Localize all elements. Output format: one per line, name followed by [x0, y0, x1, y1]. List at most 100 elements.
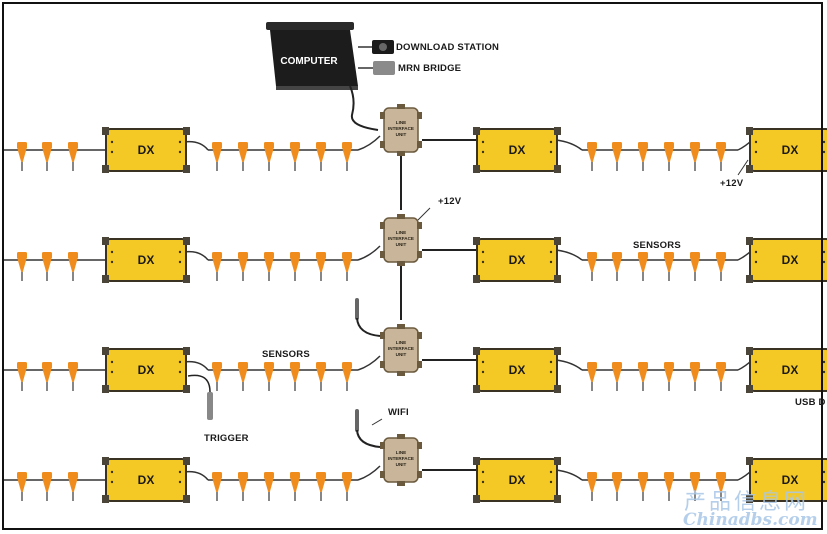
dx-unit-label: DX — [138, 253, 155, 267]
liu-label: INTERFACE — [388, 346, 414, 351]
accessories — [187, 159, 749, 448]
geophone-sensor — [315, 471, 327, 502]
dx-unit: DX — [472, 126, 562, 174]
download-station-icon — [358, 40, 394, 54]
dx-unit: DX — [101, 456, 191, 504]
geophone-sensor — [689, 251, 701, 282]
cable — [357, 465, 381, 481]
dx-unit: DX — [101, 346, 191, 394]
cable — [555, 469, 583, 481]
geophone-sensor — [237, 361, 249, 392]
trigger-label: TRIGGER — [204, 433, 249, 444]
dx-unit: DX — [745, 236, 827, 284]
geophone-sensor — [611, 251, 623, 282]
dx-unit: DX — [745, 456, 827, 504]
sensor-row: DX DX DX — [2, 456, 827, 504]
geophone-sensor — [689, 361, 701, 392]
geophone-sensor — [16, 251, 28, 282]
geophone-sensor — [211, 471, 223, 502]
computer-label: COMPUTER — [280, 56, 338, 67]
dx-unit: DX — [745, 346, 827, 394]
geophone-sensor — [341, 141, 353, 172]
download-station-label: DOWNLOAD STATION — [396, 42, 500, 53]
geophone-sensor — [715, 251, 727, 282]
geophone-sensor — [289, 471, 301, 502]
geophone-sensor — [16, 361, 28, 392]
geophone-sensor — [16, 471, 28, 502]
geophone-sensor — [637, 361, 649, 392]
dx-unit: DX — [101, 126, 191, 174]
cable — [357, 245, 381, 261]
geophone-sensor — [315, 251, 327, 282]
geophone-sensor — [67, 471, 79, 502]
mrn-bridge-label: MRN BRIDGE — [398, 63, 462, 74]
dx-unit-label: DX — [138, 473, 155, 487]
geophone-sensor — [67, 141, 79, 172]
dx-unit-label: DX — [138, 143, 155, 157]
geophone-sensor — [41, 471, 53, 502]
geophone-sensor — [315, 141, 327, 172]
dx-unit: DX — [101, 236, 191, 284]
geophone-sensor — [663, 361, 675, 392]
dx-unit-label: DX — [509, 143, 526, 157]
dx-unit: DX — [472, 456, 562, 504]
sensor-row: DX DX DX — [2, 236, 827, 284]
watermark-chinese: 产品信息网 — [684, 490, 810, 515]
cable — [183, 470, 209, 481]
geophone-sensor — [41, 141, 53, 172]
sensors-label: SENSORS — [262, 349, 310, 360]
liu-label: INTERFACE — [388, 456, 414, 461]
cable — [555, 249, 583, 261]
plus-12v-label: +12V — [438, 196, 462, 207]
geophone-sensor — [689, 141, 701, 172]
dx-unit: DX — [745, 126, 827, 174]
geophone-sensor — [16, 141, 28, 172]
geophone-sensor — [715, 141, 727, 172]
geophone-sensor — [663, 471, 675, 502]
plus-12v-label: +12V — [720, 178, 744, 189]
geophone-sensor — [637, 251, 649, 282]
dx-unit-label: DX — [509, 473, 526, 487]
geophone-sensor — [289, 141, 301, 172]
geophone-sensor — [586, 471, 598, 502]
mrn-bridge-icon — [358, 61, 395, 75]
geophone-sensor — [715, 361, 727, 392]
geophone-sensor — [211, 361, 223, 392]
geophone-sensor — [341, 361, 353, 392]
geophone-sensor — [237, 141, 249, 172]
geophone-sensor — [315, 361, 327, 392]
liu-label: LINE — [396, 340, 406, 345]
wifi-label: WIFI — [388, 407, 409, 418]
geophone-sensor — [611, 141, 623, 172]
geophone-sensor — [611, 471, 623, 502]
geophone-sensor — [211, 251, 223, 282]
dx-unit-label: DX — [509, 253, 526, 267]
cable — [183, 140, 209, 151]
geophone-sensor — [586, 251, 598, 282]
watermark-site: Chinadbs.com — [683, 510, 818, 530]
geophone-sensor — [289, 361, 301, 392]
liu-label: UNIT — [396, 242, 407, 247]
cable — [183, 360, 209, 371]
cable — [555, 139, 583, 151]
cable — [357, 355, 381, 371]
dx-unit-label: DX — [509, 363, 526, 377]
geophone-sensor — [341, 251, 353, 282]
dx-unit: DX — [472, 236, 562, 284]
geophone-sensor — [67, 361, 79, 392]
geophone-sensor — [611, 361, 623, 392]
geophone-sensor — [211, 141, 223, 172]
dx-unit-label: DX — [782, 473, 799, 487]
dx-unit-label: DX — [782, 253, 799, 267]
liu-label: LINE — [396, 450, 406, 455]
geophone-sensor — [263, 471, 275, 502]
geophone-sensor — [637, 141, 649, 172]
liu-label: LINE — [396, 120, 406, 125]
geophone-sensor — [263, 251, 275, 282]
geophone-sensor — [663, 141, 675, 172]
liu-label: UNIT — [396, 462, 407, 467]
dx-unit-label: DX — [782, 143, 799, 157]
